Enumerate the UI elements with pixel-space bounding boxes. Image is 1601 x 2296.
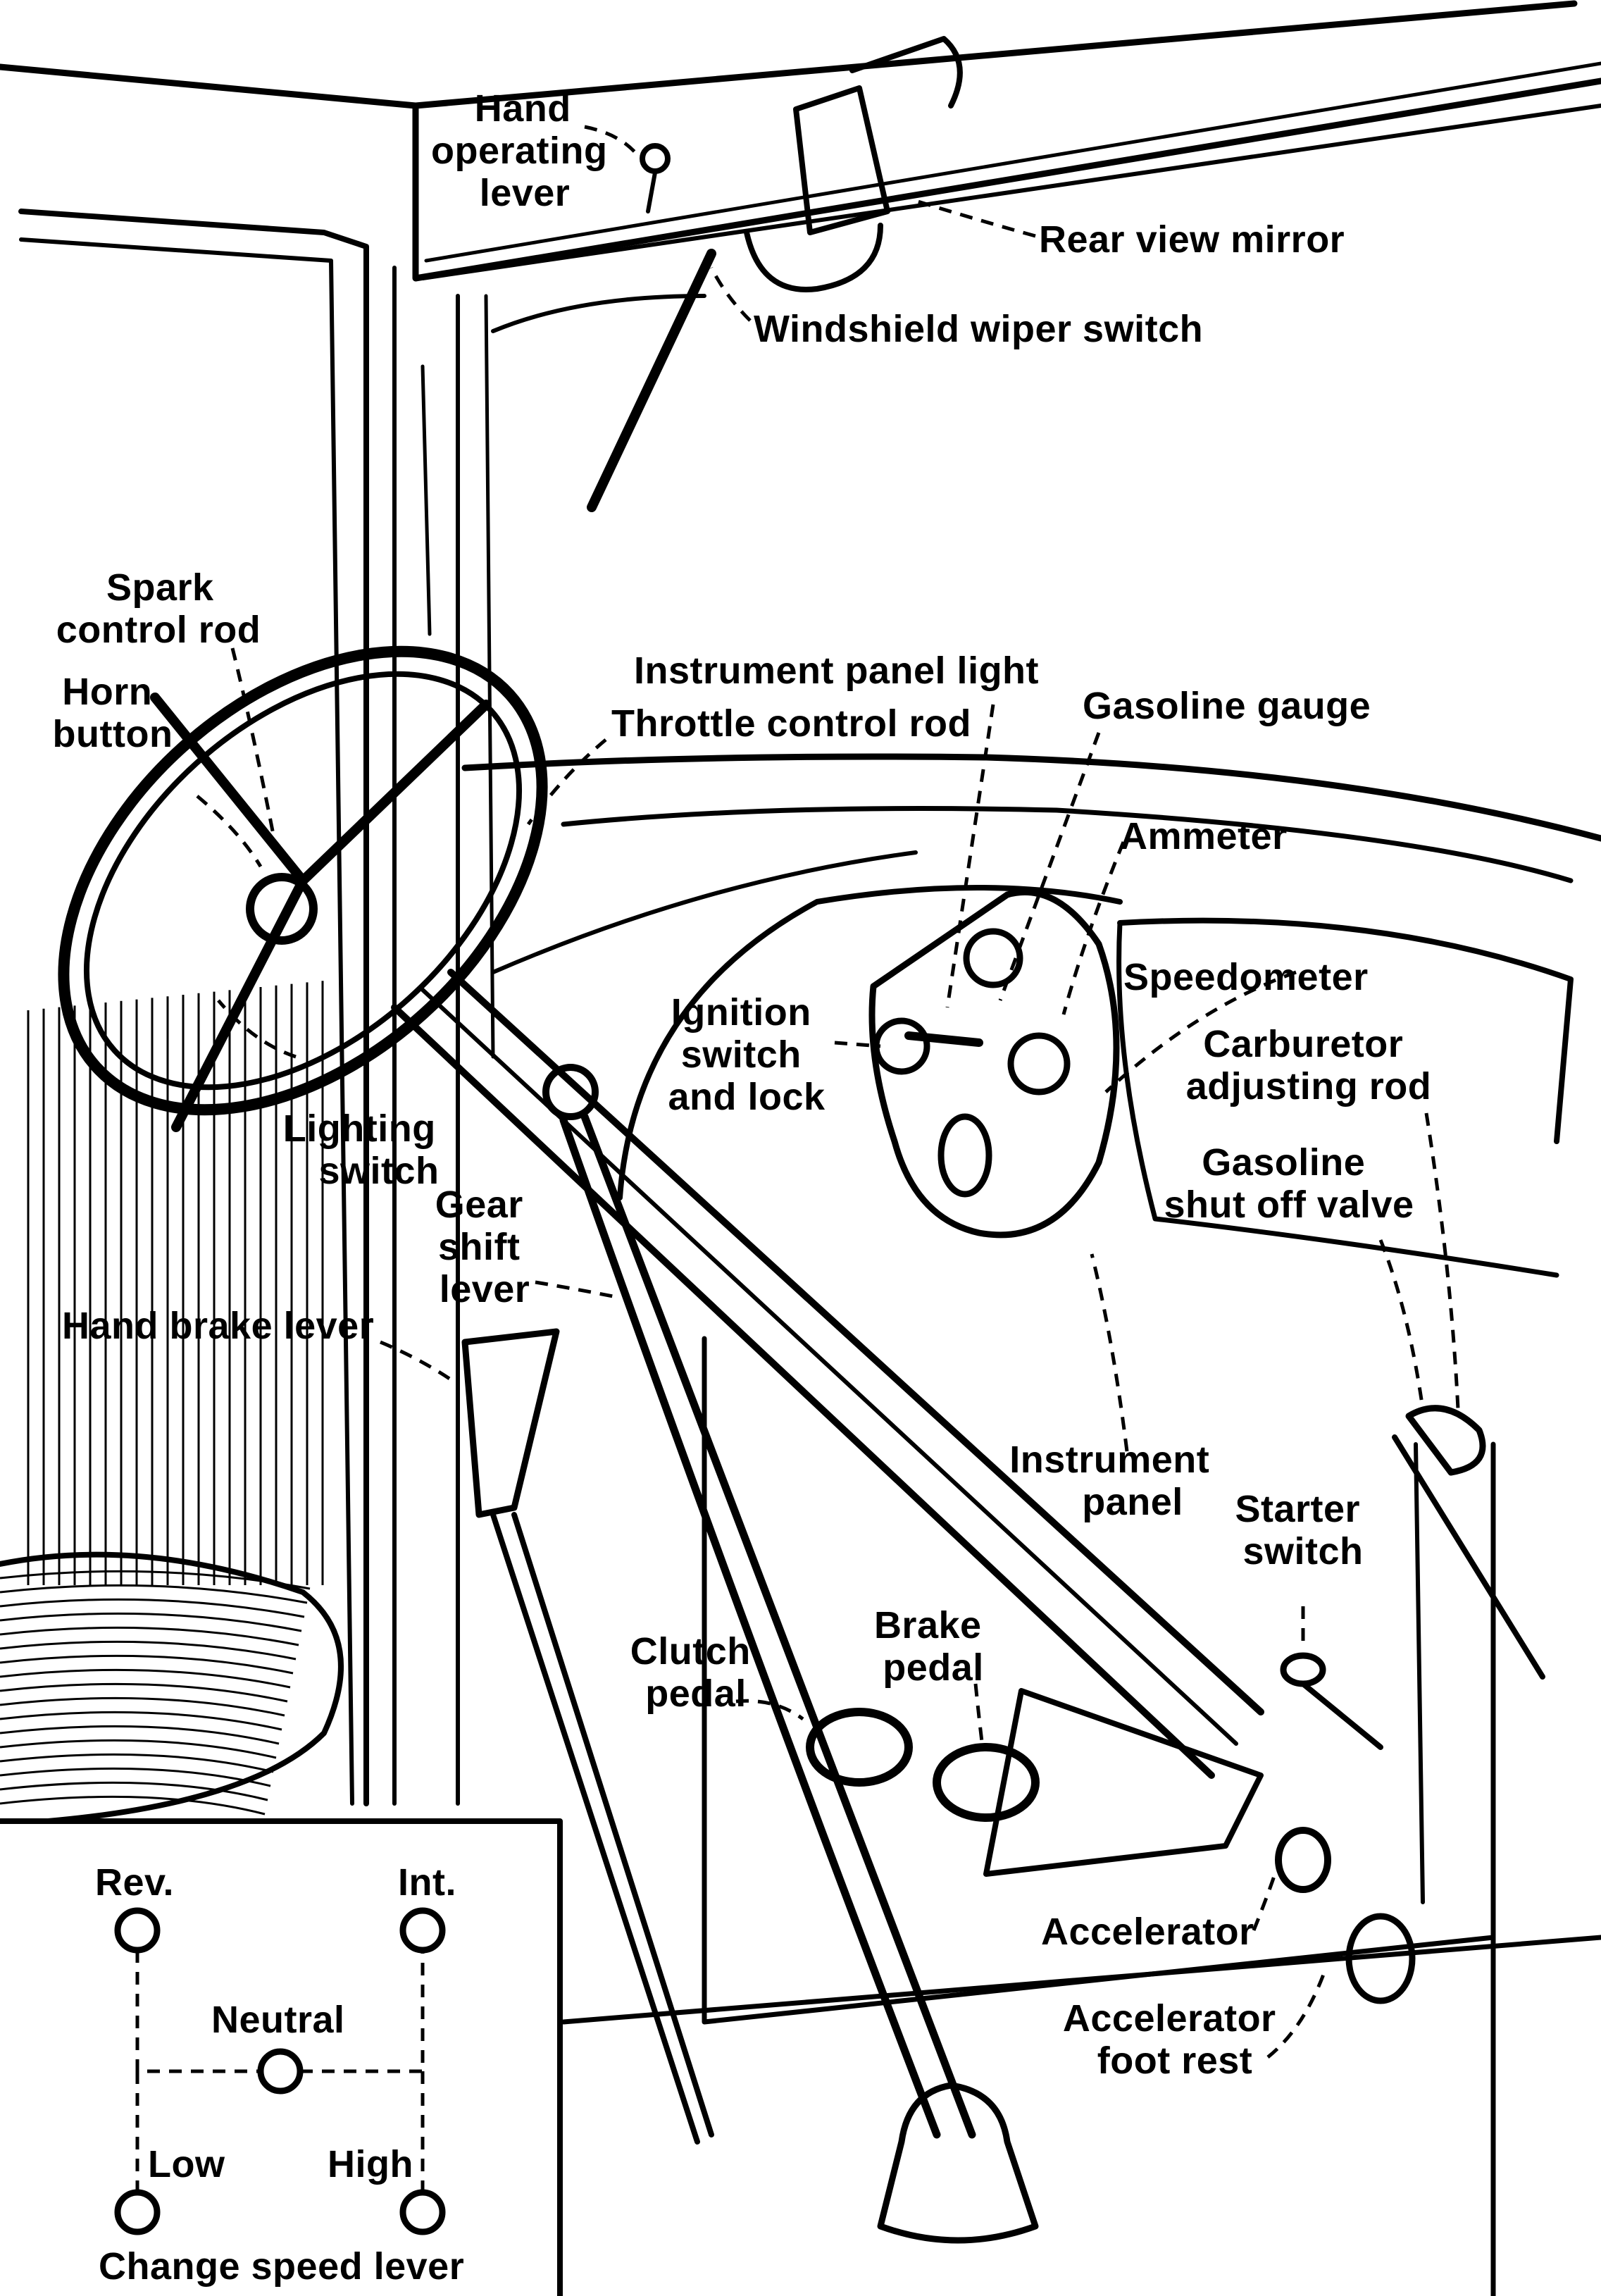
label-ignition-switch-and-lock: Ignition switch and lock <box>668 991 826 1118</box>
label-gear-low: Low <box>148 2143 225 2185</box>
seat-hatch-line <box>0 1626 299 1646</box>
label-change-speed-lever: Change speed lever <box>99 2245 464 2288</box>
seat-hatch-line <box>0 1682 288 1703</box>
callout-labels: Hand operating lever Rear view mirror Wi… <box>53 87 1431 2082</box>
label-lighting-switch: Lighting switch <box>283 1107 447 1192</box>
seat-hatch-line <box>0 1696 285 1717</box>
label-carburetor-adjusting-rod: Carburetor adjusting rod <box>1186 1023 1431 1107</box>
seat-hatch-line <box>0 1739 277 1759</box>
label-speedometer: Speedometer <box>1123 956 1369 998</box>
label-spark-control-rod: Spark control rod <box>56 566 261 651</box>
seat-hatch-line <box>0 1711 282 1731</box>
label-gear-int: Int. <box>398 1861 456 1904</box>
label-instrument-panel-light: Instrument panel light <box>634 650 1039 692</box>
wall-panel-hatching <box>27 981 324 1585</box>
label-hand-operating-lever: Hand operating lever <box>431 87 618 214</box>
seat-hatch-line <box>0 1781 268 1801</box>
label-instrument-panel: Instrument panel <box>1009 1439 1221 1523</box>
seat-hatch-line <box>0 1640 297 1661</box>
label-gear-shift-lever: Gear shift lever <box>435 1184 535 1310</box>
seat-hatch-line <box>0 1584 308 1604</box>
seat-hatch-line <box>0 1570 311 1590</box>
gear-node-high <box>399 2189 446 2235</box>
gear-node-neutral <box>257 2048 304 2095</box>
seat-hatch-line <box>0 1598 305 1618</box>
leader-lines <box>196 125 1460 2059</box>
seat-hatch-line <box>0 1654 294 1675</box>
label-gear-neutral: Neutral <box>211 1999 345 2041</box>
seat-hatching <box>0 1570 311 1816</box>
seat-hatch-line <box>0 1612 302 1632</box>
label-gear-high: High <box>328 2143 413 2185</box>
label-rear-view-mirror: Rear view mirror <box>1039 218 1345 261</box>
shift-pattern-inset: Rev. Int. Neutral Low High Change speed … <box>0 1818 563 2296</box>
gear-node-low <box>114 2189 161 2235</box>
seat-hatch-line <box>0 1753 274 1773</box>
label-horn-button: Horn button <box>53 671 173 755</box>
seat-hatch-line <box>0 1668 291 1689</box>
seat-hatch-line <box>0 1795 266 1816</box>
gear-node-int <box>399 1907 446 1954</box>
label-gear-rev: Rev. <box>95 1861 174 1904</box>
label-hand-brake-lever: Hand brake lever <box>62 1305 374 1347</box>
label-ammeter: Ammeter <box>1120 815 1288 857</box>
label-accelerator-foot-rest: Accelerator foot rest <box>1063 1997 1287 2082</box>
label-accelerator: Accelerator <box>1041 1911 1254 1953</box>
label-brake-pedal: Brake pedal <box>874 1604 992 1689</box>
label-clutch-pedal: Clutch pedal <box>630 1630 762 1715</box>
seat-hatch-line <box>0 1725 280 1745</box>
seat-hatch-line <box>0 1767 271 1787</box>
label-gasoline-gauge: Gasoline gauge <box>1083 685 1371 727</box>
label-windshield-wiper-switch: Windshield wiper switch <box>754 308 1203 350</box>
label-gasoline-shut-off-valve: Gasoline shut off valve <box>1164 1141 1414 1226</box>
gear-node-rev <box>114 1907 161 1954</box>
label-starter-switch: Starter switch <box>1235 1488 1371 1572</box>
label-throttle-control-rod: Throttle control rod <box>611 702 971 745</box>
